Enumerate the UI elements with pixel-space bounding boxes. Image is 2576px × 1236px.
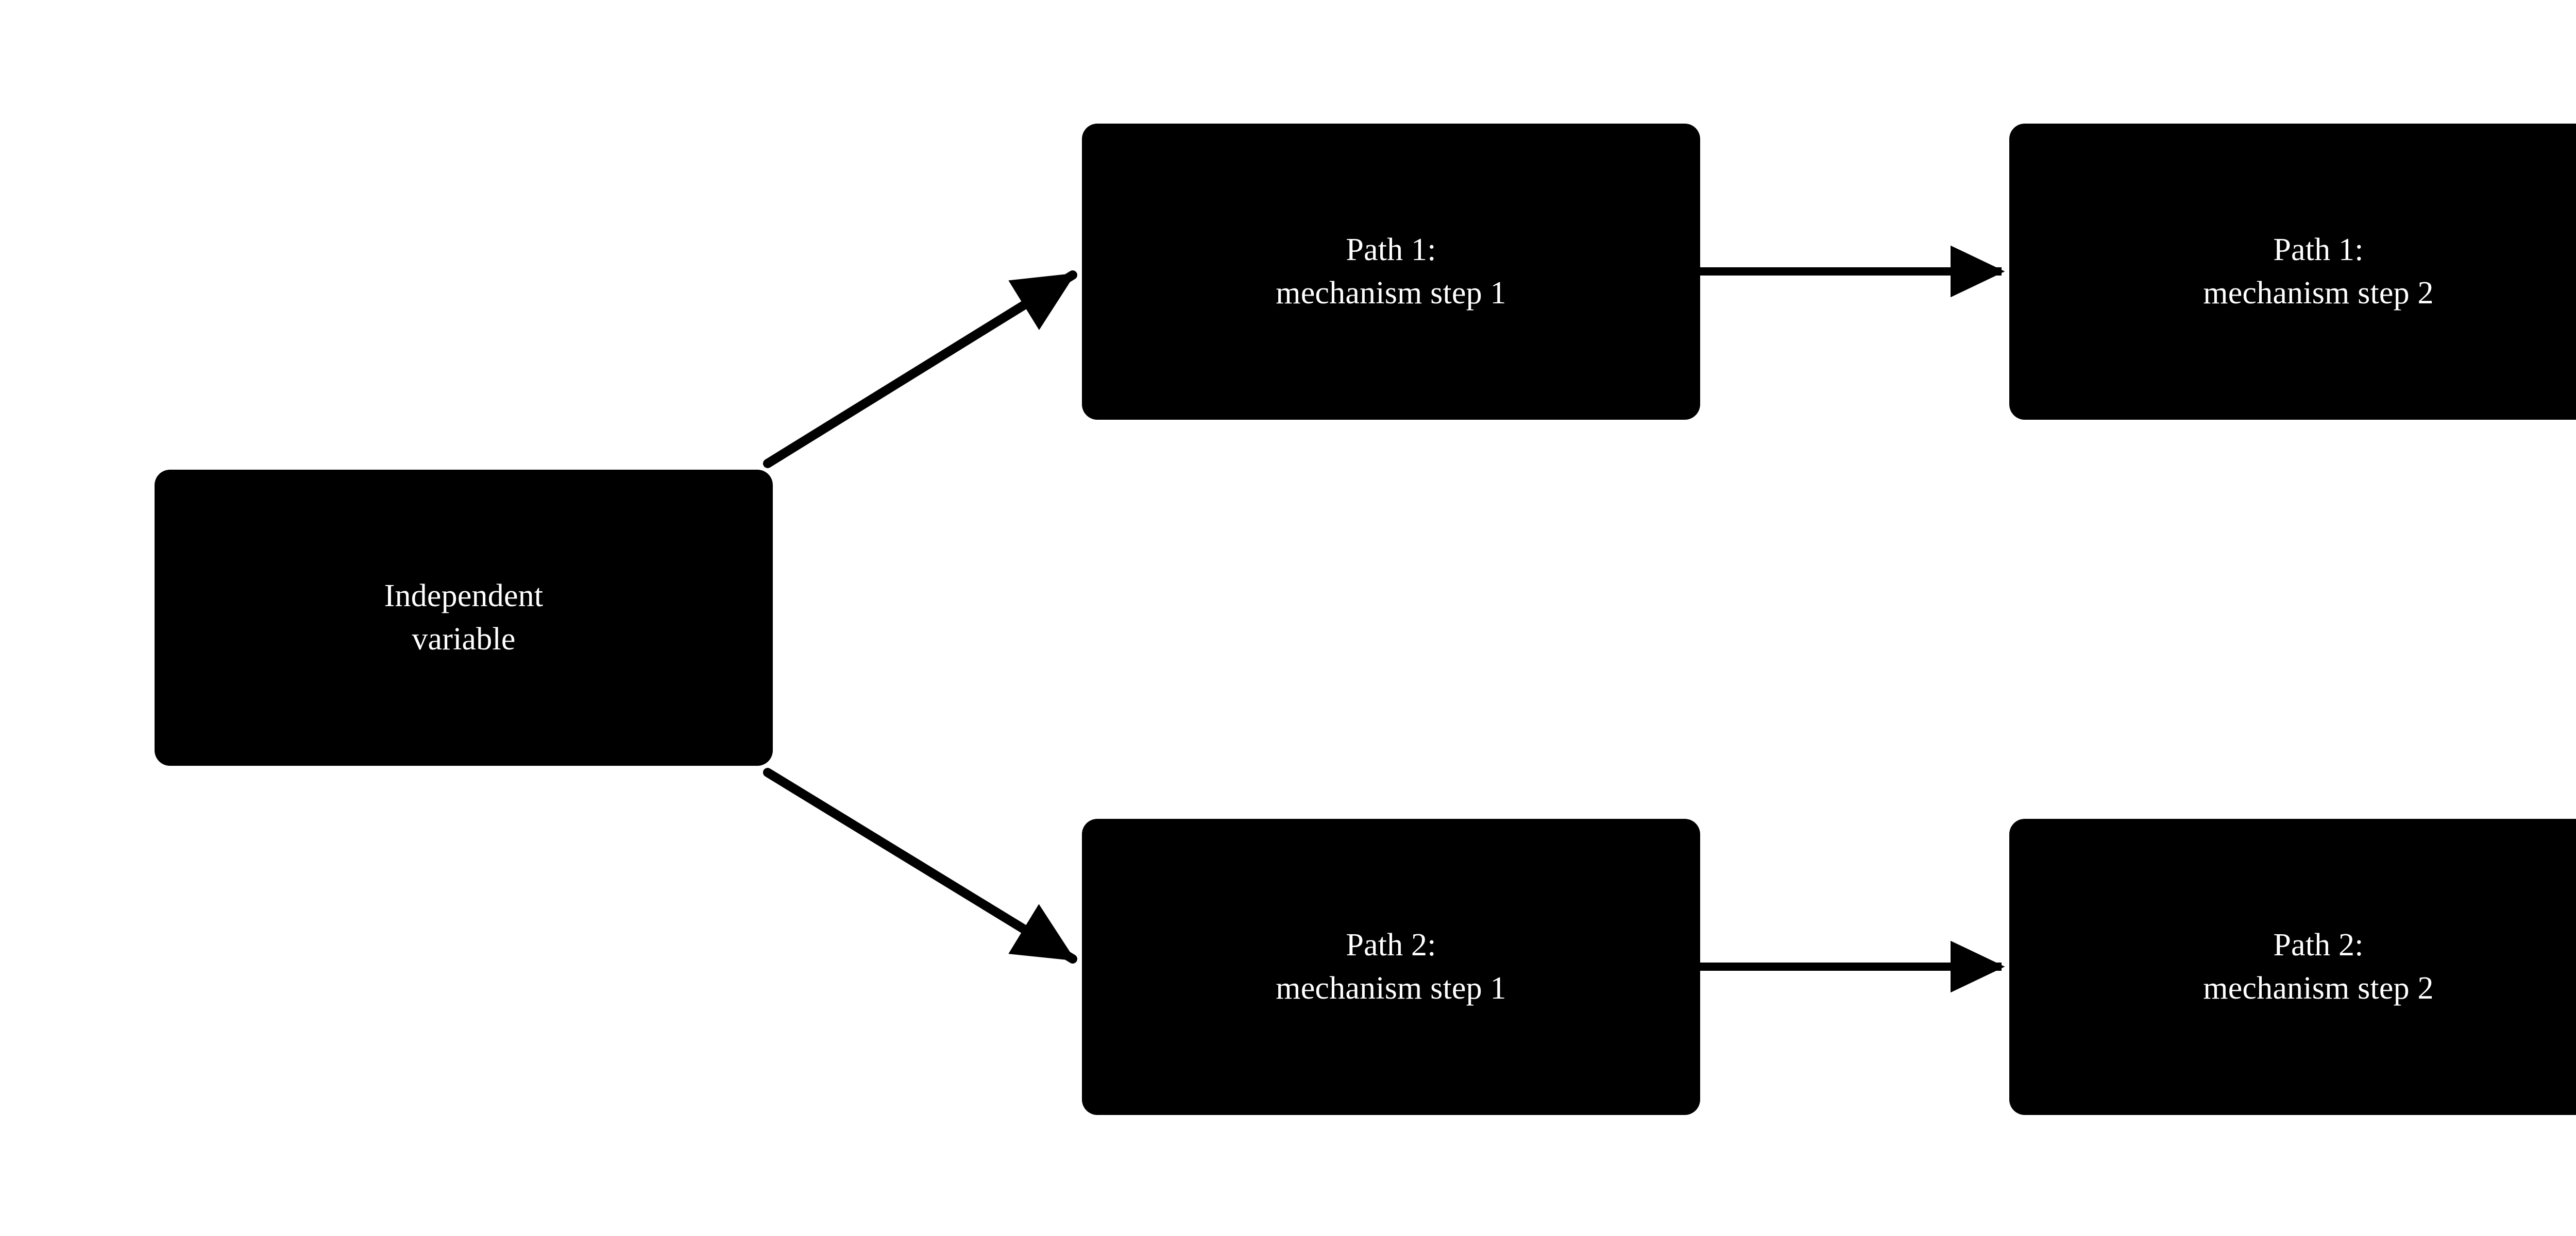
- node-path1-mechanism-step-2[interactable]: Path 1: mechanism step 2: [2009, 124, 2576, 420]
- node-label-line-2: variable: [412, 621, 516, 657]
- edge-independent-to-p1s1: [763, 270, 1077, 468]
- node-independent-variable[interactable]: Independent variable: [155, 470, 773, 766]
- node-label-line-2: mechanism step 1: [1276, 970, 1506, 1006]
- node-label-line-1: Path 2:: [1346, 927, 1436, 963]
- node-path1-mechanism-step-1[interactable]: Path 1: mechanism step 1: [1082, 124, 1700, 420]
- node-path2-mechanism-step-2[interactable]: Path 2: mechanism step 2: [2009, 819, 2576, 1115]
- node-label-line-2: mechanism step 2: [2203, 970, 2434, 1006]
- node-label-line-1: Path 1:: [2273, 232, 2364, 267]
- node-label-line-2: mechanism step 2: [2203, 275, 2434, 311]
- node-label-line-1: Path 1:: [1346, 232, 1436, 267]
- edge-independent-to-p2s1: [763, 768, 1077, 964]
- node-label-line-1: Path 2:: [2273, 927, 2364, 963]
- node-path2-mechanism-step-1[interactable]: Path 2: mechanism step 1: [1082, 819, 1700, 1115]
- node-label-line-2: mechanism step 1: [1276, 275, 1506, 311]
- node-label-line-1: Independent: [384, 578, 544, 613]
